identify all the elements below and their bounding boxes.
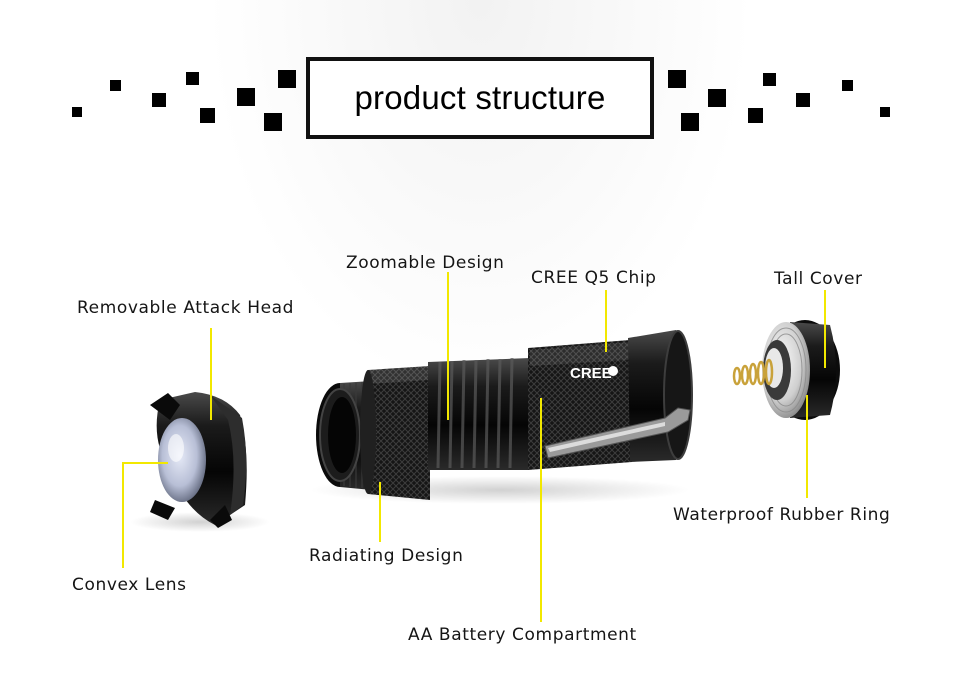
page-title: product structure bbox=[354, 79, 606, 116]
label-attack-head: Removable Attack Head bbox=[77, 298, 295, 318]
label-radiating-design: Radiating Design bbox=[309, 546, 464, 566]
deco-square bbox=[152, 93, 166, 107]
deco-square bbox=[72, 107, 82, 117]
attack-head bbox=[150, 392, 247, 528]
cree-logo-icon bbox=[608, 366, 618, 376]
deco-square bbox=[796, 93, 810, 107]
deco-square bbox=[186, 72, 199, 85]
deco-square bbox=[110, 80, 121, 91]
deco-square bbox=[668, 70, 686, 88]
label-zoomable-design: Zoomable Design bbox=[346, 253, 505, 273]
flashlight-body: CREE bbox=[316, 330, 693, 500]
label-tail-cover: Tall Cover bbox=[774, 269, 863, 289]
label-convex-lens: Convex Lens bbox=[72, 575, 187, 595]
deco-square bbox=[708, 89, 726, 107]
deco-square bbox=[681, 113, 699, 131]
label-cree-chip: CREE Q5 Chip bbox=[531, 268, 657, 288]
label-waterproof-ring: Waterproof Rubber Ring bbox=[673, 505, 891, 525]
leader-tail-cover bbox=[824, 290, 826, 368]
tail-cap bbox=[732, 320, 840, 420]
leader-zoomable bbox=[447, 272, 449, 420]
cree-logo-text: CREE bbox=[570, 365, 612, 382]
deco-square bbox=[264, 113, 282, 131]
leader-cree-chip bbox=[605, 290, 607, 352]
leader-battery bbox=[540, 398, 542, 622]
deco-square bbox=[278, 70, 296, 88]
deco-square bbox=[763, 73, 776, 86]
leader-convex-v bbox=[122, 462, 124, 568]
deco-square bbox=[842, 80, 853, 91]
deco-square bbox=[880, 107, 890, 117]
deco-square bbox=[237, 88, 255, 106]
title-frame: product structure bbox=[306, 57, 654, 139]
deco-square bbox=[748, 108, 763, 123]
leader-waterproof bbox=[806, 395, 808, 498]
leader-attack-head bbox=[210, 328, 212, 420]
deco-square bbox=[200, 108, 215, 123]
leader-convex-h bbox=[122, 462, 168, 464]
label-battery-compartment: AA Battery Compartment bbox=[408, 625, 637, 645]
leader-radiating bbox=[379, 482, 381, 542]
